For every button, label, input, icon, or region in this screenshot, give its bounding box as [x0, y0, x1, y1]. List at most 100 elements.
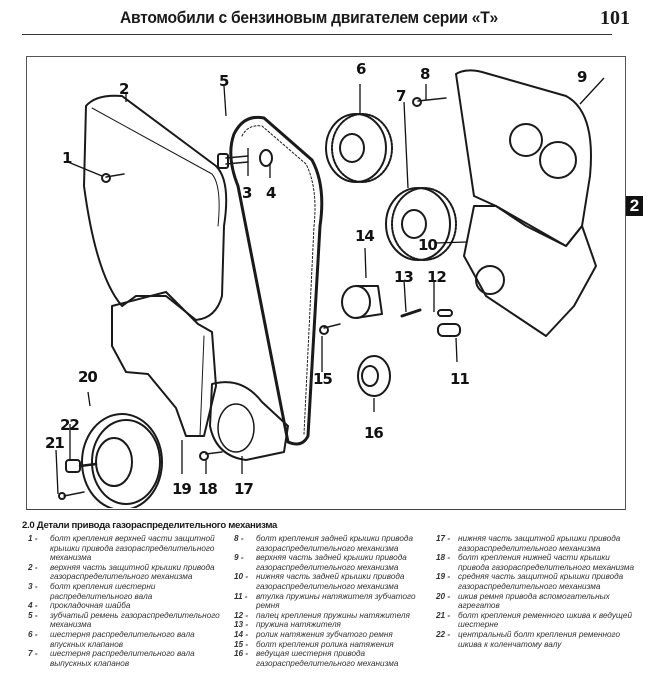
- legend-number: 11 -: [234, 591, 248, 601]
- legend-item: 13 - пружина натяжителя: [234, 620, 424, 630]
- legend-text: средняя часть защитной крышки привода га…: [458, 572, 624, 591]
- header-rule: [22, 34, 612, 35]
- legend-item: 2 - верхняя часть защитной крышки привода…: [28, 563, 228, 582]
- legend-item: 1 - болт крепления верхней части защитной…: [28, 534, 228, 563]
- legend-item: 4 - прокладочная шайба: [28, 601, 228, 611]
- legend-text: нижняя часть задней крышки привода газор…: [256, 572, 405, 591]
- legend-item: 5 - зубчатый ремень газораспределительног…: [28, 611, 228, 630]
- callout-22: 22: [60, 416, 80, 434]
- legend-item: 21 -болт крепления ременного шкива к вед…: [436, 611, 636, 630]
- legend-number: 22 -: [436, 629, 451, 639]
- legend-item: 17 - нижняя часть защитной крышки привода…: [436, 534, 636, 553]
- legend-number: 16 -: [234, 649, 249, 659]
- page-number: 101: [600, 7, 630, 29]
- legend-column-1: 1 - болт крепления верхней части защитной…: [28, 534, 228, 668]
- legend-number: 3 -: [28, 581, 38, 591]
- callout-7: 7: [396, 87, 406, 105]
- legend-number: 12 -: [234, 610, 249, 620]
- legend-text: верхняя часть защитной крышки привода га…: [50, 562, 215, 582]
- legend-item: 14 - ролик натяжения зубчатого ремня: [234, 630, 424, 640]
- legend-item: 9 - верхняя часть задней крышки привода г…: [234, 553, 424, 572]
- legend-text: шкив ремня привода вспомогательных агрег…: [458, 591, 610, 611]
- legend-text: болт крепления шестерни распределительно…: [50, 581, 156, 601]
- callout-4: 4: [266, 184, 276, 202]
- legend-text: прокладочная шайба: [50, 601, 131, 611]
- legend-number: 19 -: [436, 572, 451, 582]
- lower-front-cover: [209, 381, 289, 461]
- legend-number: 10 -: [234, 572, 249, 582]
- callout-17: 17: [234, 480, 254, 498]
- legend-number: 18 -: [436, 553, 451, 563]
- legend-text: верхняя часть задней крышки привода газо…: [256, 553, 407, 572]
- legend-text: ведущая шестерня привода газораспределит…: [256, 649, 399, 668]
- callout-6: 6: [356, 60, 366, 78]
- camshaft-gear-intake: [325, 113, 393, 183]
- callout-15: 15: [313, 370, 333, 388]
- legend-text: ролик натяжения зубчатого ремня: [256, 629, 393, 639]
- legend-column-3: 17 - нижняя часть защитной крышки привода…: [436, 534, 636, 649]
- legend-number: 7 -: [28, 649, 38, 659]
- upper-front-cover: [83, 94, 228, 321]
- legend-text: зубчатый ремень газораспределительного м…: [50, 610, 220, 630]
- legend-text: шестерня распределительного вала впускны…: [50, 629, 195, 649]
- rear-lower-cover: [463, 205, 597, 337]
- callout-8: 8: [420, 65, 430, 83]
- callout-16: 16: [364, 424, 384, 442]
- caption-title: 2.0 Детали привода газораспределительног…: [22, 520, 278, 531]
- legend-number: 1 -: [28, 534, 38, 543]
- crankshaft-gear: [357, 355, 391, 397]
- legend-item: 8 - болт крепления задней крышки привода …: [234, 534, 424, 553]
- callout-3: 3: [242, 184, 252, 202]
- callout-12: 12: [427, 268, 447, 286]
- running-title: Автомобили с бензиновым двигателем серии…: [120, 8, 498, 27]
- legend-item: 10 - нижняя часть задней крышки привода г…: [234, 572, 424, 591]
- middle-front-cover: [111, 291, 217, 437]
- legend-text: палец крепления пружины натяжителя: [256, 610, 410, 620]
- legend-number: 6 -: [28, 629, 38, 639]
- callout-14: 14: [355, 227, 375, 245]
- callout-9: 9: [577, 68, 587, 86]
- callout-10: 10: [418, 236, 438, 254]
- legend-number: 9 -: [234, 553, 244, 563]
- camshaft-gear-exhaust: [385, 187, 457, 261]
- callout-5: 5: [219, 72, 229, 90]
- callout-2: 2: [119, 80, 129, 98]
- legend-item: 12 - палец крепления пружины натяжителя: [234, 611, 424, 621]
- legend-text: центральный болт крепления ременного шки…: [458, 629, 621, 649]
- legend-item: 11 - втулка пружины натяжителя зубчатого …: [234, 592, 424, 611]
- legend-number: 5 -: [28, 610, 38, 620]
- legend-number: 21 -: [436, 610, 451, 620]
- timing-belt: [229, 115, 324, 446]
- legend-item: 18 -болт крепления нижней части крышки п…: [436, 553, 636, 572]
- callout-1: 1: [62, 149, 72, 167]
- legend-item: 20 - шкив ремня привода вспомогательных а…: [436, 592, 636, 611]
- legend-text: втулка пружины натяжителя зубчатого ремн…: [256, 591, 416, 611]
- legend-number: 13 -: [234, 620, 249, 630]
- callout-18: 18: [198, 480, 218, 498]
- callout-11: 11: [450, 370, 470, 388]
- figure-frame: [26, 56, 626, 510]
- legend-text: пружина натяжителя: [256, 620, 341, 630]
- callout-20: 20: [78, 368, 98, 386]
- legend-item: 6 - шестерня распределительного вала впус…: [28, 630, 228, 649]
- legend-number: 2 -: [28, 562, 38, 572]
- legend-item: 7 -шестерня распределительного вала выпу…: [28, 649, 228, 668]
- page-header: Автомобили с бензиновым двигателем серии…: [0, 0, 650, 40]
- legend-item: 22 - центральный болт крепления ременного…: [436, 630, 636, 649]
- legend-number: 15 -: [234, 639, 249, 649]
- legend-text: болт крепления задней крышки привода газ…: [256, 534, 414, 553]
- legend-number: 8 -: [234, 534, 244, 543]
- legend-text: болт крепления ролика натяжения: [256, 639, 394, 649]
- callout-21: 21: [45, 434, 65, 452]
- legend-item: 3 - болт крепления шестерни распределител…: [28, 582, 228, 601]
- legend-number: 20 -: [436, 591, 451, 601]
- legend-text: болт крепления верхней части защитной кр…: [50, 534, 215, 563]
- legend-number: 14 -: [234, 629, 249, 639]
- legend-column-2: 8 - болт крепления задней крышки привода …: [234, 534, 424, 668]
- tensioner-roller: [341, 285, 371, 319]
- timing-drive-diagram: [55, 69, 605, 508]
- legend-number: 17 -: [436, 534, 451, 543]
- crankshaft-pulley: [81, 413, 163, 508]
- legend-text: нижняя часть защитной крышки привода газ…: [458, 534, 621, 553]
- legend-number: 4 -: [28, 601, 38, 611]
